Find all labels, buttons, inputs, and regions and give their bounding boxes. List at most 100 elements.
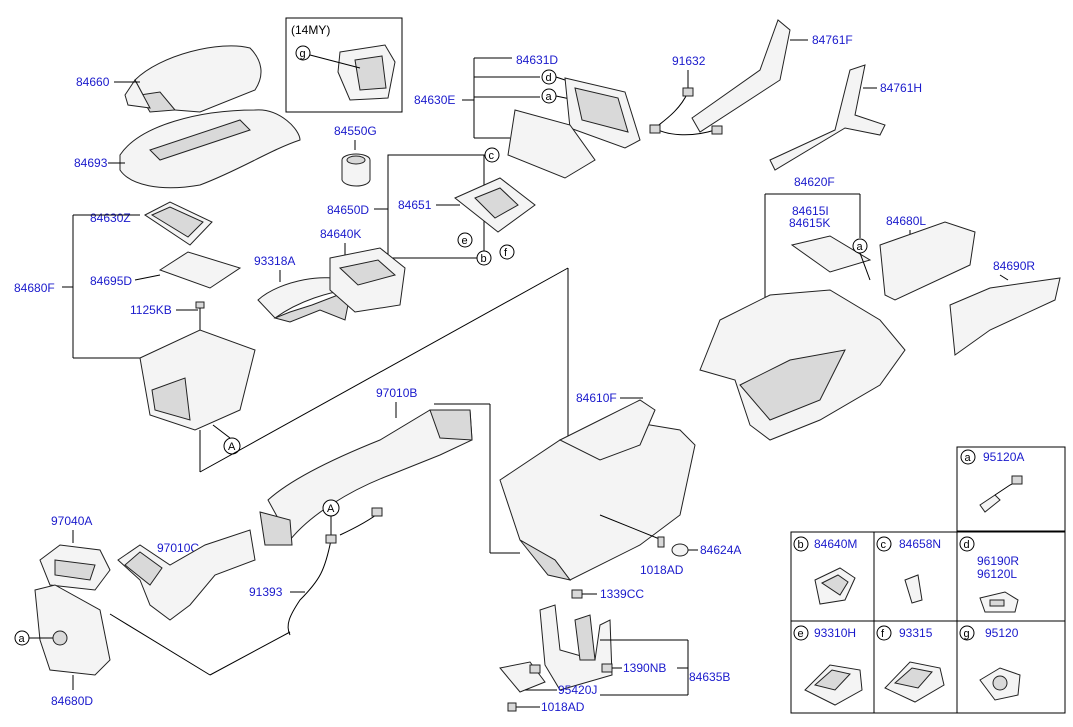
av-bezel-part	[507, 77, 641, 179]
label-14my: (14MY)	[291, 23, 330, 37]
label-84624A: 84624A	[700, 543, 741, 557]
label-84610F: 84610F	[576, 391, 617, 405]
label-1339CC: 1339CC	[600, 587, 644, 601]
label-84620F: 84620F	[794, 175, 835, 189]
legend-cell-a: a 95120A	[960, 449, 1024, 513]
bracket-84635B-part	[539, 604, 613, 691]
label-97010C: 97010C	[157, 541, 199, 555]
callout-b-top	[476, 250, 492, 266]
14my-module-part	[337, 44, 396, 101]
label-95420J: 95420J	[558, 683, 597, 697]
legend-cell-d: d 96190R 96120L	[959, 536, 1019, 613]
svg-text:f: f	[881, 628, 885, 640]
callout-g-14my	[295, 45, 311, 61]
svg-text:c: c	[881, 539, 887, 551]
trim-84761H-part	[769, 64, 886, 171]
legend-part-96190R: 96190R	[977, 554, 1019, 568]
harness-95420J-part	[499, 661, 546, 693]
svg-text:c: c	[489, 150, 495, 162]
legend-cell-c: c 84658N	[876, 536, 941, 604]
14my-box	[285, 17, 403, 113]
label-84635B: 84635B	[689, 670, 730, 684]
legend-part-96120L: 96120L	[977, 567, 1017, 581]
callout-c-top	[484, 147, 500, 163]
label-97040A: 97040A	[51, 514, 92, 528]
legend-cell-e: e 93310H	[793, 625, 863, 706]
panel-84680L-part	[879, 221, 976, 301]
label-91632: 91632	[672, 54, 706, 68]
callout-f-top	[499, 244, 515, 260]
label-1390NB: 1390NB	[623, 661, 666, 675]
panel-84690R-part	[949, 277, 1061, 356]
label-84630Z: 84630Z	[90, 211, 131, 225]
armrest-lid-part	[124, 45, 262, 113]
wiring-91393-part	[287, 507, 383, 636]
plug-84624A-part	[671, 543, 689, 557]
svg-text:d: d	[964, 539, 970, 551]
storage-box-84680F-part	[139, 329, 256, 431]
label-1018AD-upper: 1018AD	[640, 563, 684, 577]
svg-text:a: a	[19, 633, 26, 645]
label-84680D: 84680D	[51, 694, 93, 708]
console-84620F-part	[699, 289, 906, 441]
svg-text:e: e	[798, 628, 804, 640]
label-91393: 91393	[249, 585, 283, 599]
shift-panel-part	[454, 177, 536, 233]
wiring-91632-part	[649, 87, 723, 136]
svg-text:a: a	[546, 91, 553, 103]
label-84650D: 84650D	[327, 203, 369, 217]
label-84640K: 84640K	[320, 227, 361, 241]
legend-part-84658N: 84658N	[899, 537, 941, 551]
nut-1390NB-part	[601, 663, 613, 673]
label-93318A: 93318A	[254, 254, 295, 268]
label-84630E: 84630E	[414, 93, 455, 107]
callout-e-top	[457, 232, 473, 248]
label-84631D: 84631D	[516, 53, 558, 67]
cover-84640K-part	[329, 247, 406, 313]
nut-1339CC-part	[571, 589, 583, 599]
svg-text:g: g	[300, 48, 306, 60]
pad-84615-part	[790, 235, 872, 273]
panel-84680D-part	[34, 584, 111, 676]
label-84693: 84693	[74, 156, 108, 170]
svg-text:f: f	[504, 247, 508, 259]
label-84651: 84651	[398, 198, 432, 212]
bezel-93318A-part	[257, 277, 351, 323]
label-97010B: 97010B	[376, 386, 417, 400]
svg-text:b: b	[798, 539, 804, 551]
console-84610F-part	[499, 399, 696, 581]
label-84615K: 84615K	[789, 216, 830, 230]
label-84761F: 84761F	[812, 33, 853, 47]
svg-text:b: b	[481, 253, 487, 265]
legend-part-95120A: 95120A	[983, 450, 1024, 464]
legend-cell-f: f 93315	[876, 625, 945, 703]
label-84615I: 84615I	[792, 204, 829, 218]
svg-text:g: g	[964, 628, 970, 640]
legend-part-84640M: 84640M	[814, 537, 857, 551]
armrest-base-part	[119, 109, 301, 189]
label-84660: 84660	[76, 75, 110, 89]
svg-text:a: a	[965, 452, 972, 464]
label-84690R: 84690R	[993, 259, 1035, 273]
tray-84630Z-part	[144, 201, 213, 246]
screw-1018AD-upper	[657, 536, 665, 548]
label-84680L: 84680L	[886, 214, 926, 228]
duct-97010B-part	[267, 409, 473, 541]
label-84680F: 84680F	[14, 281, 55, 295]
legend-cell-g: g 95120	[959, 625, 1021, 701]
label-1125KB: 1125KB	[130, 303, 172, 317]
svg-text:A: A	[327, 503, 335, 515]
screw-1018AD-lower	[507, 702, 517, 712]
svg-text:a: a	[857, 241, 864, 253]
vent-97040A-part	[39, 544, 111, 591]
svg-text:e: e	[462, 235, 468, 247]
svg-text:A: A	[228, 441, 236, 453]
legend-cell-b: b 84640M	[793, 536, 857, 605]
svg-text:d: d	[546, 72, 552, 84]
duct-97010C-part	[117, 511, 293, 621]
legend-part-93310H: 93310H	[814, 626, 856, 640]
label-1018AD-lower: 1018AD	[541, 700, 585, 714]
cup-holder-part	[341, 153, 371, 187]
